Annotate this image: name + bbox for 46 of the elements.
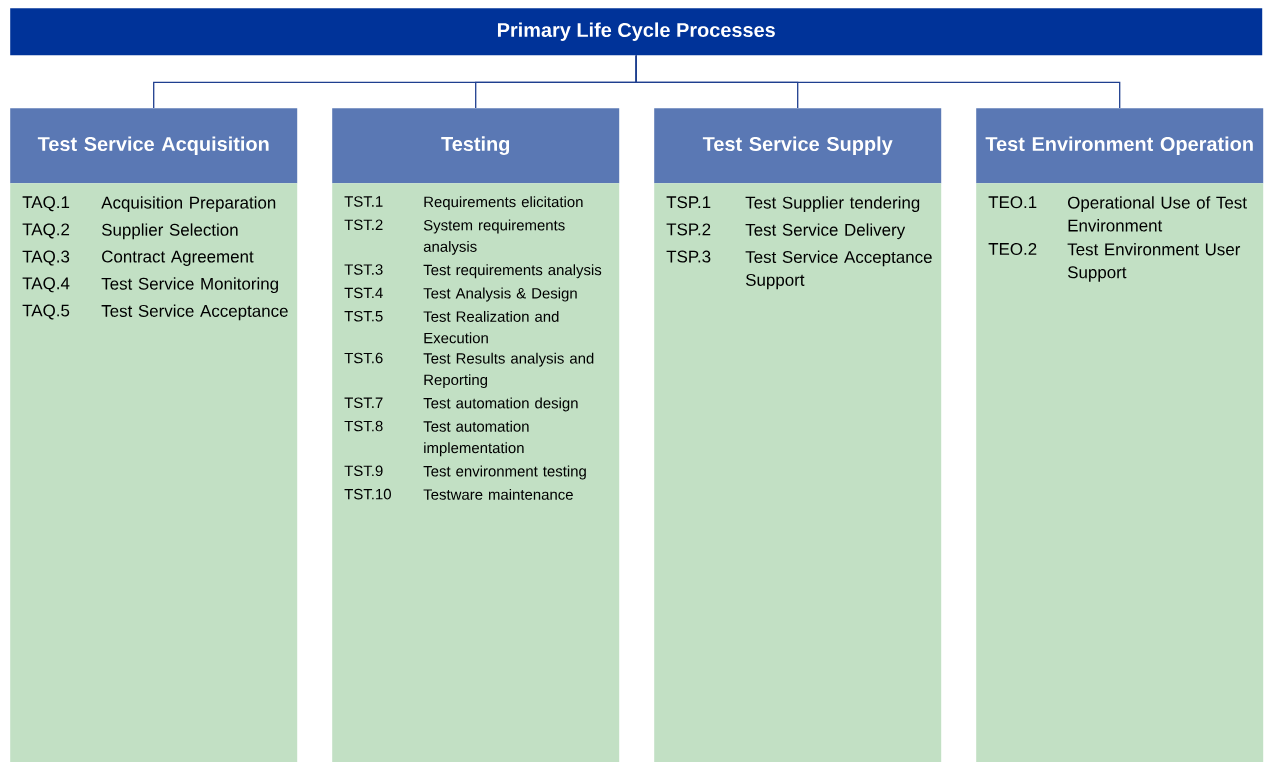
process-id: TST.1 [344,196,383,207]
process-name: Test Results analysis and Reporting [423,352,594,389]
title-bar: Primary Life Cycle Processes [10,8,1263,56]
process-id: TAQ.5 [22,304,70,320]
process-id: TST.7 [344,397,383,409]
process-name: Test automation design [423,397,578,412]
process-name: Test Supplier tendering [745,196,920,212]
column-header: Test Service Supply [654,108,942,184]
process-name: System requirements analysis [423,219,565,255]
process-name: Test automation implementation [423,420,529,457]
column-header: Test Service Acquisition [10,108,298,184]
process-name: Testware maintenance [423,488,573,500]
process-id: TSP.1 [666,196,711,209]
process-name: Acquisition Preparation [101,196,276,212]
process-id: TEO.1 [988,196,1037,209]
process-id: TST.5 [344,310,383,322]
process-id: TST.4 [344,287,383,299]
process-name: Test environment testing [423,465,586,480]
process-id: TAQ.2 [22,223,70,239]
process-id: TSP.2 [666,223,711,236]
process-id: TAQ.3 [22,250,70,266]
process-id: TEO.2 [988,242,1037,255]
process-id: TST.3 [344,264,383,275]
process-name: Test Service Delivery [745,223,906,240]
process-name: Supplier Selection [101,223,238,240]
column-header: Test Environment Operation [976,108,1264,184]
process-id: TAQ.4 [22,277,70,293]
process-id: TST.2 [344,219,383,231]
process-name: Test Realization and Execution [423,310,559,344]
process-id: TST.10 [344,488,391,500]
process-id: TSP.3 [666,250,711,263]
process-name: Contract Agreement [102,250,254,266]
process-name: Requirements elicitation [424,196,583,211]
process-id: TAQ.1 [22,196,70,212]
process-name: Test Analysis & Design [423,287,577,302]
process-name: Test Service Acceptance Support [745,250,932,290]
process-id: TST.8 [344,420,383,432]
process-name: Operational Use of Test Environment [1068,196,1247,232]
process-id: TST.9 [344,465,383,477]
process-name: Test Service Acceptance [101,304,288,321]
process-name: Test Environment User Support [1067,242,1241,282]
connector-line [635,54,1121,109]
process-name: Test requirements analysis [423,264,602,279]
process-id: TST.6 [344,352,383,364]
process-name: Test Service Monitoring [101,277,278,294]
column-header: Testing [332,108,620,184]
